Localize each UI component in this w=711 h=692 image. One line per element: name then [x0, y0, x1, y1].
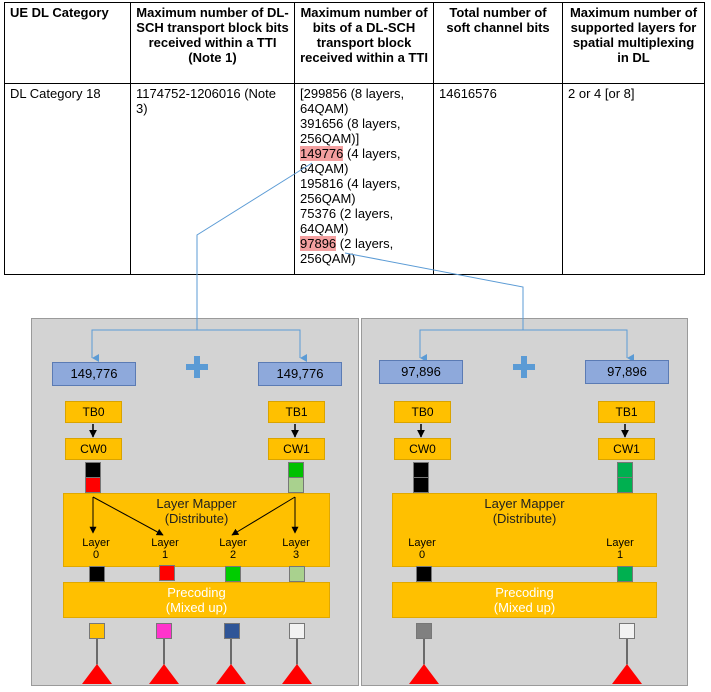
- cell-max-tb-bits: 1174752-1206016 (Note 3): [130, 83, 295, 275]
- bits-line: 97896 (2 layers, 256QAM): [300, 236, 428, 266]
- precoded-symbol: [89, 623, 105, 639]
- map-arrow: [231, 496, 296, 536]
- tb1-block: TB1: [268, 401, 325, 423]
- precoding-subtitle: (Mixed up): [493, 600, 556, 615]
- highlight-149776: 149776: [300, 146, 344, 161]
- precoded-symbol: [619, 623, 635, 639]
- precoding-title: Precoding: [495, 585, 554, 600]
- layer-mapper-title: Layer Mapper: [484, 496, 565, 511]
- precoded-symbol: [224, 623, 240, 639]
- symbol-square: [413, 477, 429, 493]
- table-row: DL Category 18 1174752-1206016 (Note 3) …: [4, 83, 705, 275]
- cw0-block: CW0: [65, 438, 122, 460]
- layer-symbol: [617, 566, 633, 582]
- precoding-subtitle: (Mixed up): [165, 600, 228, 615]
- cell-category: DL Category 18: [4, 83, 131, 275]
- cell-layers: 2 or 4 [or 8]: [562, 83, 705, 275]
- antenna-icon: [612, 638, 642, 684]
- bits-note: (2 layers, 256QAM): [300, 236, 394, 266]
- cell-soft-bits: 14616576: [433, 83, 563, 275]
- symbol-square: [617, 462, 633, 478]
- layer-mapper-subtitle: (Distribute): [164, 511, 229, 526]
- bits-note: (4 layers, 64QAM): [300, 146, 401, 176]
- antenna-icon: [216, 638, 246, 684]
- layer-mapper-title: Layer Mapper: [156, 496, 237, 511]
- layer-symbol: [89, 566, 105, 582]
- tb0-block: TB0: [394, 401, 451, 423]
- bits-line: 75376 (2 layers, 64QAM): [300, 206, 394, 236]
- spec-table: UE DL Category Maximum number of DL-SCH …: [4, 2, 705, 275]
- layer-symbol: [416, 566, 432, 582]
- symbol-square: [288, 477, 304, 493]
- layer-symbol: [225, 566, 241, 582]
- header-category: UE DL Category: [4, 2, 131, 84]
- precoding-block: Precoding (Mixed up): [63, 582, 330, 618]
- header-layers: Maximum number of supported layers for s…: [562, 2, 705, 84]
- map-arrow: [92, 496, 164, 536]
- connector-97896: [344, 252, 524, 330]
- tb-size-box: 97,896: [379, 360, 463, 384]
- connector-149776: [196, 162, 313, 330]
- layer-mapper-subtitle: (Distribute): [492, 511, 557, 526]
- layer-mapper-block: Layer Mapper (Distribute): [392, 493, 657, 567]
- symbol-square: [413, 462, 429, 478]
- antenna-icon: [282, 638, 312, 684]
- cw1-block: CW1: [268, 438, 325, 460]
- precoded-symbol: [289, 623, 305, 639]
- layer-symbol: [159, 565, 175, 581]
- precoding-block: Precoding (Mixed up): [392, 582, 657, 618]
- plus-icon: [186, 356, 208, 378]
- precoding-title: Precoding: [167, 585, 226, 600]
- tb-size-box: 97,896: [585, 360, 669, 384]
- antenna-icon: [409, 638, 439, 684]
- cw1-block: CW1: [598, 438, 655, 460]
- tb-size-box: 149,776: [258, 362, 342, 386]
- tb1-block: TB1: [598, 401, 655, 423]
- header-max-tb-bits: Maximum number of DL-SCH transport block…: [130, 2, 295, 84]
- tb-size-box: 149,776: [52, 362, 136, 386]
- table-header-row: UE DL Category Maximum number of DL-SCH …: [4, 2, 705, 84]
- antenna-icon: [82, 638, 112, 684]
- precoded-symbol: [416, 623, 432, 639]
- bits-line: [299856 (8 layers, 64QAM): [300, 86, 405, 116]
- symbol-square: [85, 477, 101, 493]
- plus-icon: [513, 356, 535, 378]
- cell-max-bits-per-tb: [299856 (8 layers, 64QAM) 391656 (8 laye…: [294, 83, 434, 275]
- tb0-block: TB0: [65, 401, 122, 423]
- cw0-block: CW0: [394, 438, 451, 460]
- layer-symbol: [289, 566, 305, 582]
- antenna-icon: [149, 638, 179, 684]
- highlight-97896: 97896: [300, 236, 337, 251]
- bits-line: 195816 (4 layers, 256QAM): [300, 176, 401, 206]
- bits-line: 149776 (4 layers, 64QAM): [300, 146, 428, 176]
- symbol-square: [617, 477, 633, 493]
- bits-line: 391656 (8 layers, 256QAM)]: [300, 116, 401, 146]
- precoded-symbol: [156, 623, 172, 639]
